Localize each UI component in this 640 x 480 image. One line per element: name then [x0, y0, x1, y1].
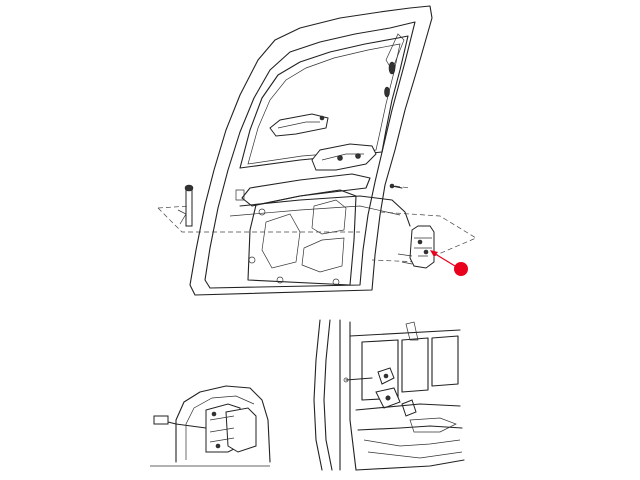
- detail2-striker-bolt: [385, 395, 391, 401]
- panel-hole: [332, 278, 340, 286]
- latch-screw-head: [389, 183, 395, 189]
- detail2-bracket: [405, 321, 419, 341]
- armrest-panel: [311, 143, 377, 171]
- latch-detail: [414, 237, 432, 257]
- detail1-handle-lever: [225, 407, 257, 453]
- lock-rod: [229, 205, 401, 217]
- panel-hole: [276, 276, 284, 284]
- detail2-pillar-inner: [323, 319, 333, 471]
- detail2-leader: [345, 377, 373, 381]
- armrest-screw: [337, 155, 343, 161]
- panel-access-hole: [311, 199, 347, 235]
- inner-door-panel: [247, 189, 357, 286]
- screw-guide: [394, 185, 411, 189]
- armrest-screw: [355, 153, 361, 159]
- detail2-opening-flange: [349, 321, 357, 471]
- detail1-screw: [211, 411, 217, 417]
- callout-marker: [454, 262, 468, 276]
- lock-bracket: [177, 209, 187, 225]
- rod-clip: [235, 189, 245, 201]
- window-bolt: [388, 61, 396, 75]
- latch-linkage: [397, 253, 413, 265]
- detail1-screw: [215, 443, 221, 449]
- detail1-rod-clip: [153, 415, 169, 425]
- detail2-wall-panel: [401, 337, 429, 393]
- latch-pivot: [423, 249, 429, 255]
- detail-inside-handle: [150, 385, 271, 467]
- door-inner-frame: [204, 21, 416, 289]
- detail2-floor-rib: [363, 439, 461, 447]
- detail2-lower-edge: [355, 459, 465, 471]
- callout-arrow-head: [430, 250, 438, 257]
- detail2-floor-rib: [367, 451, 463, 459]
- window-bolt: [384, 86, 390, 98]
- detail2-screw: [343, 377, 349, 383]
- latch-rod: [239, 195, 411, 227]
- detail2-latch-clip: [401, 399, 417, 417]
- exploded-plane-right: [371, 211, 477, 263]
- panel-access-hole: [261, 213, 301, 269]
- exploded-plane-left: [157, 205, 360, 233]
- lock-knob-post: [185, 189, 193, 227]
- panel-access-hole: [301, 237, 345, 273]
- door-outer-frame: [189, 5, 433, 296]
- window-opening: [239, 35, 409, 169]
- detail2-striker-bolt: [383, 373, 389, 379]
- detail-door-opening-latch: [313, 319, 465, 471]
- main-rear-door-view: [157, 5, 477, 296]
- detail2-floor-recess: [409, 417, 457, 433]
- detail2-pillar-outer: [313, 319, 323, 471]
- door-lower-trim: [241, 173, 371, 207]
- panel-hole: [258, 208, 266, 216]
- panel-hole: [248, 256, 256, 264]
- handle-screw: [319, 115, 325, 121]
- door-pull-detail: [277, 121, 320, 129]
- detail2-wall-panel: [431, 335, 459, 387]
- detail2-floor-edge: [357, 425, 463, 431]
- detail2-upper-rail: [349, 329, 461, 337]
- latch-pivot: [417, 239, 423, 245]
- lock-knob: [184, 184, 194, 192]
- door-pull-handle: [269, 113, 329, 137]
- detail2-sill: [355, 403, 461, 411]
- door-latch-assembly: [409, 225, 435, 269]
- window-glass-edge: [247, 43, 401, 165]
- detail1-panel-inner: [185, 395, 255, 460]
- detail1-panel-curve: [175, 385, 271, 463]
- detail1-housing-ribs: [209, 415, 235, 443]
